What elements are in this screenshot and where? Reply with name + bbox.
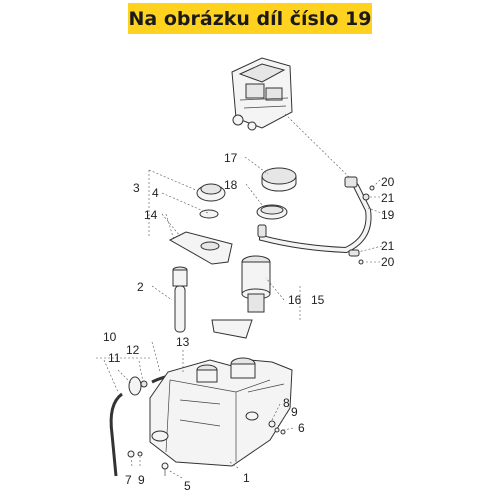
callout-4: 4: [152, 186, 159, 200]
callout-18: 18: [224, 178, 238, 192]
callout-12: 12: [126, 343, 140, 357]
callout-10: 10: [103, 330, 117, 344]
callout-21-bottom: 21: [381, 239, 395, 253]
clamp-21-upper: [362, 185, 375, 201]
callout-1: 1: [243, 471, 250, 485]
callout-16: 16: [288, 293, 302, 307]
fuel-cap-17: [261, 167, 297, 192]
breather-hose-19: [257, 176, 372, 254]
drain-hose: [109, 392, 123, 477]
callout-11: 11: [108, 351, 121, 365]
leader-lines: [96, 156, 385, 479]
filler-cap-small: [196, 183, 226, 219]
callout-3: 3: [133, 181, 140, 195]
banner-title: Na obrázku díl číslo 19: [128, 7, 372, 30]
callout-20-bottom: 20: [381, 255, 395, 269]
screw-5: [161, 462, 169, 476]
callout-5: 5: [184, 479, 191, 493]
highlight-banner: Na obrázku díl číslo 19: [128, 3, 372, 34]
seal-ring-18: [256, 204, 288, 220]
clamp-21-lower: [348, 249, 364, 265]
callout-2: 2: [137, 280, 144, 294]
callout-13: 13: [176, 335, 190, 349]
screw-7-washer-9: [127, 450, 143, 458]
cover-plate-14: [168, 231, 233, 265]
callout-9-right: 9: [291, 405, 298, 419]
callout-labels: 3 4 14 2 17 18 16 15 13 10 11 12 1 5 7 9…: [103, 151, 395, 493]
callout-6: 6: [298, 421, 305, 435]
callout-9-bottom: 9: [138, 473, 145, 487]
fuel-level-sensor-2: [172, 266, 188, 333]
callout-17: 17: [224, 151, 238, 165]
callout-7: 7: [125, 473, 132, 487]
callout-19: 19: [381, 208, 395, 222]
screw-6-8-9: [268, 420, 286, 435]
callout-15: 15: [311, 293, 325, 307]
fuel-pump-16: [211, 255, 271, 339]
callout-20-top: 20: [381, 175, 395, 189]
callout-14: 14: [144, 208, 158, 222]
throttle-body-assembly: [231, 57, 293, 131]
callout-21-top: 21: [381, 191, 395, 205]
throttle-to-hose-line: [284, 113, 351, 179]
drain-fitting-11: [128, 376, 148, 396]
callout-8: 8: [283, 396, 290, 410]
fuel-tank-1: [149, 357, 293, 467]
